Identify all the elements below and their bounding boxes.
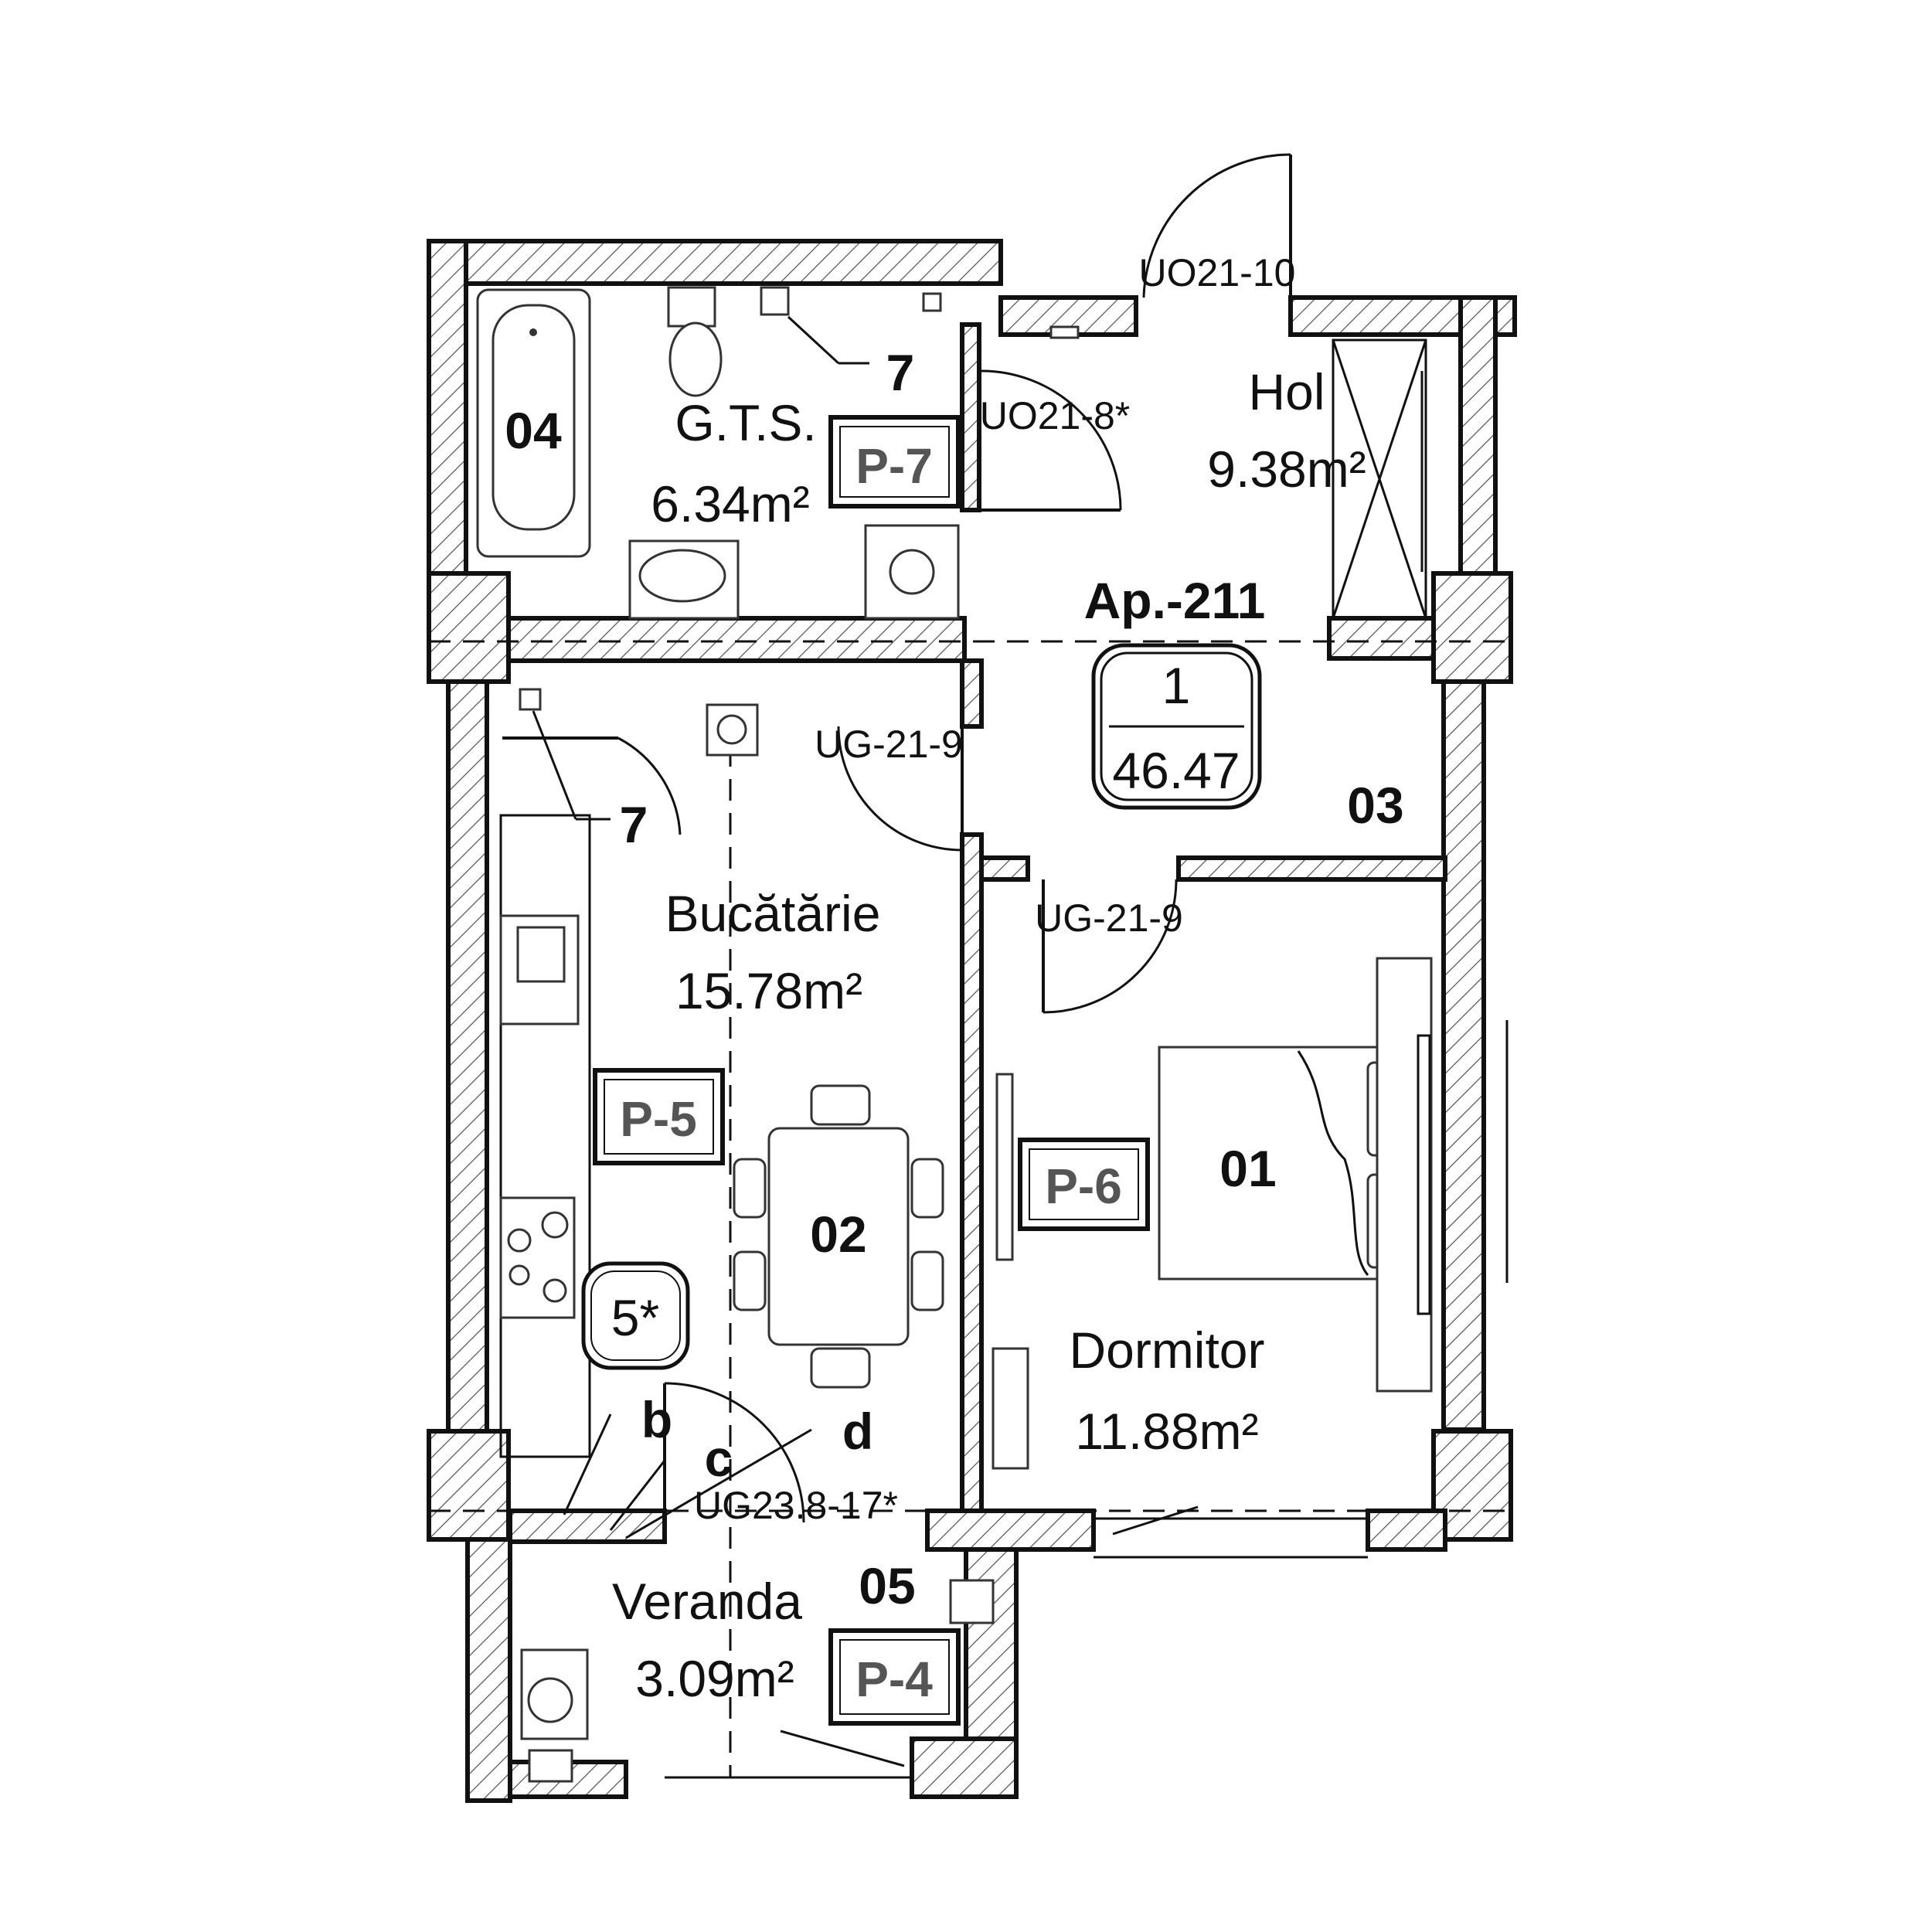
sink [628, 539, 740, 620]
panel-tags: P-7 P-5 P-6 P-4 [593, 415, 1150, 1726]
door-code-veranda: UG23.8-17* [694, 1484, 898, 1527]
dining-table [733, 1084, 944, 1389]
marker-b: b [641, 1391, 672, 1448]
windows [665, 338, 1509, 1779]
marker-seven-kitchen: 7 [620, 796, 648, 853]
kitchen-name: Bucătărie [665, 885, 881, 942]
apartment-area: 46.47 [1112, 742, 1240, 799]
marker-c: c [705, 1430, 733, 1487]
bedroom-area: 11.88m² [1075, 1403, 1258, 1460]
panel-tag-p5: P-5 [620, 1091, 697, 1147]
column-nw [427, 571, 511, 684]
door-codes: UO21-10 UO21-8* UG-21-9 UG-21-9 UG23.8-1… [694, 251, 1295, 1527]
gts-number: 04 [505, 402, 562, 459]
bedroom-name: Dormitor [1069, 1321, 1264, 1379]
kitchen-counter [499, 814, 591, 1458]
door-code-kitchen: UG-21-9 [815, 723, 963, 766]
gts-name: G.T.S. [675, 394, 816, 451]
veranda-name: Veranda [612, 1573, 802, 1630]
door-code-bedroom: UG-21-9 [1035, 896, 1183, 940]
veranda-fixtures [520, 1579, 995, 1783]
marker-five-star: 5* [611, 1289, 659, 1346]
washing-machine [864, 524, 960, 620]
veranda-area: 3.09m² [635, 1650, 794, 1707]
hol-number: 03 [1347, 777, 1403, 834]
door-code-bathroom: UO21-8* [980, 394, 1131, 437]
markers: 7 7 5* b c d [532, 315, 915, 1539]
panel-tag-p7: P-7 [855, 438, 933, 494]
bathtub [476, 288, 591, 558]
kitchen-number: 02 [810, 1206, 866, 1263]
bedroom-number: 01 [1219, 1140, 1276, 1197]
column-ne [1431, 571, 1513, 684]
hol-name: Hol [1248, 363, 1325, 420]
column-sw [427, 1429, 511, 1542]
apartment-code: Ap.-211 [1084, 572, 1266, 629]
apartment-rooms: 1 [1162, 657, 1191, 714]
drain-icons [519, 286, 1080, 757]
room-labels: G.T.S. 6.34m² 04 Hol 9.38m² 03 Bucătărie… [505, 363, 1403, 1707]
gts-area: 6.34m² [651, 475, 809, 532]
bed [1158, 957, 1433, 1393]
marker-seven-top: 7 [886, 344, 915, 401]
panel-tag-p4: P-4 [855, 1651, 933, 1707]
door-code-entrance: UO21-10 [1139, 251, 1296, 294]
doors [502, 153, 1292, 1523]
veranda-number: 05 [859, 1557, 915, 1614]
wardrobe [992, 1073, 1029, 1470]
hol-area: 9.38m² [1207, 440, 1366, 498]
panel-tag-p6: P-6 [1045, 1158, 1122, 1214]
apartment-info: Ap.-211 1 46.47 [1084, 572, 1266, 810]
kitchen-area: 15.78m² [675, 962, 862, 1019]
toilet [667, 286, 723, 397]
marker-d: d [842, 1403, 873, 1460]
axes [429, 640, 1511, 1777]
